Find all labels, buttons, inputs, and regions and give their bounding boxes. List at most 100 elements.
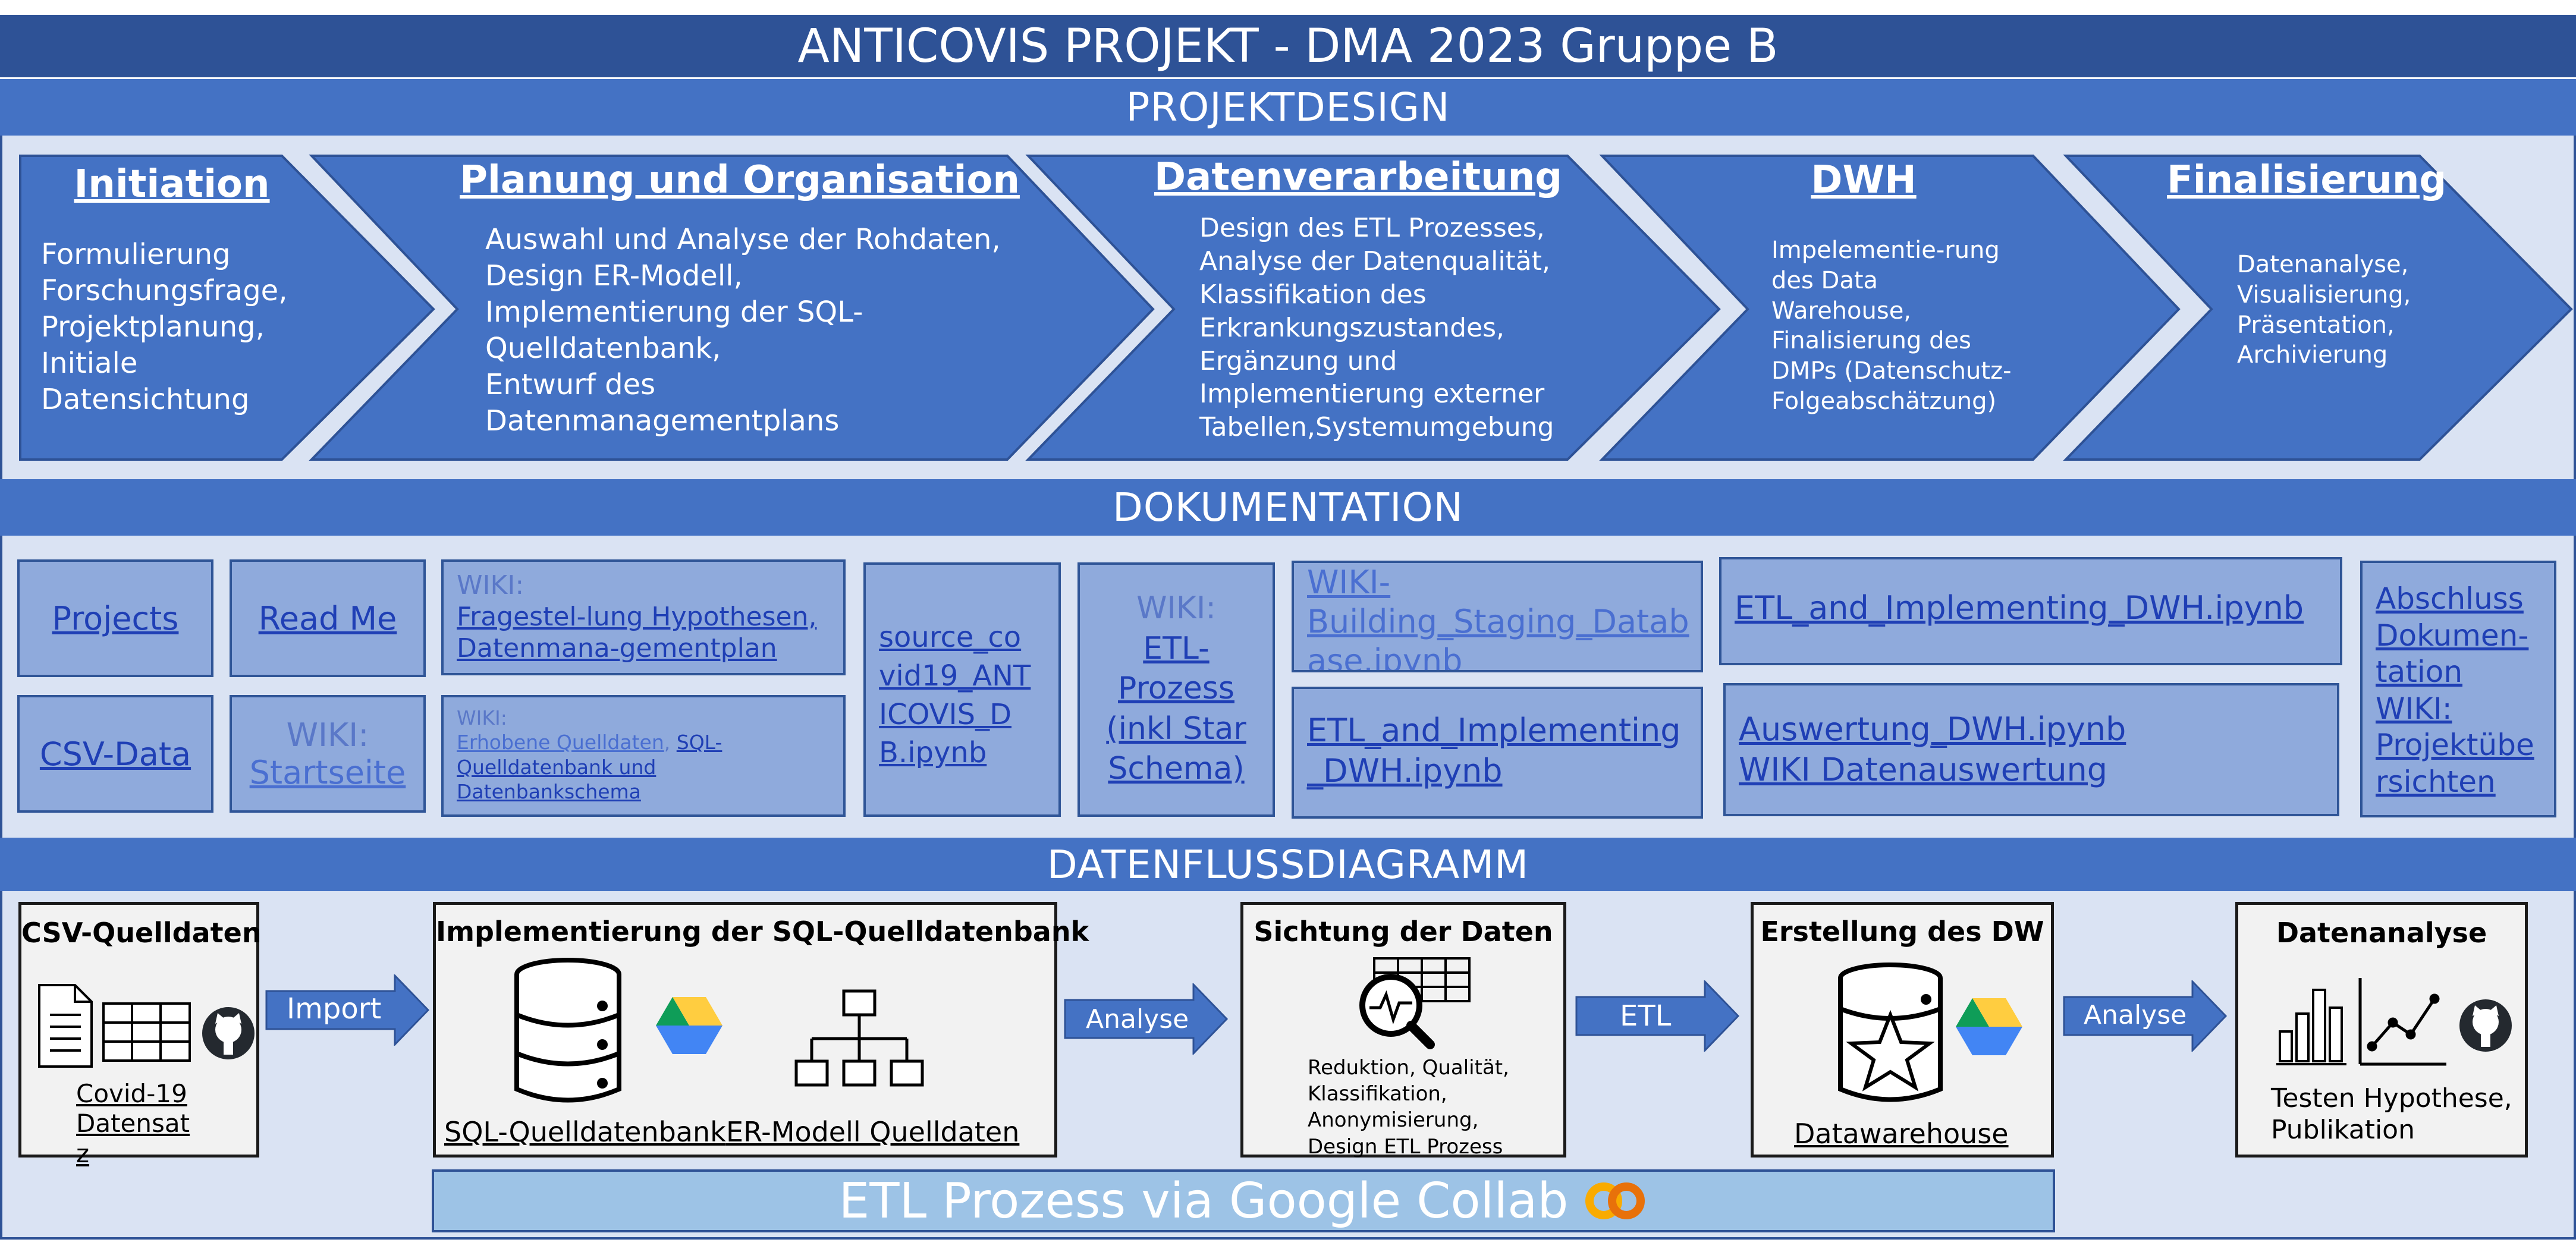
phase-text-finalisierung: Datenanalyse, Visualisierung, Präsentati… — [2237, 251, 2411, 369]
dokumentation-area: Projects Read Me WIKI: Fragestel-lung Hy… — [0, 536, 2576, 838]
phase-text-planung: Auswahl und Analyse der Rohdaten, Design… — [485, 223, 1001, 438]
phase-title-datenverarbeitung: Datenverarbeitung — [1154, 155, 1562, 199]
google-drive-icon — [1956, 998, 2022, 1055]
arrow-analyse-1-label: Analyse — [1086, 1004, 1189, 1034]
wiki-label: WIKI: — [286, 716, 369, 754]
er-modell-link[interactable]: ER-Modell Quelldaten — [726, 1116, 1020, 1148]
separator: , — [664, 731, 677, 754]
bar-chart-icon — [2276, 989, 2346, 1065]
doc-wiki-etl[interactable]: WIKI: ETL-Prozess (inkl Star Schema) — [1077, 562, 1275, 817]
github-icon — [202, 1007, 255, 1059]
magnifier-icon — [1359, 974, 1422, 1037]
staging-notebook-link[interactable]: Building_Staging_Datab ase.ipynb — [1307, 602, 1689, 672]
arrow-import — [265, 974, 430, 1046]
document-icon — [38, 984, 93, 1068]
arrow-etl — [1575, 980, 1740, 1052]
doc-wiki-quelldaten[interactable]: WIKI: Erhobene Quelldaten, SQL-Quelldate… — [441, 695, 846, 817]
source-notebook-link[interactable]: source_co vid19_ANT ICOVIS_D B.ipynb — [879, 621, 1031, 770]
sql-quelldatenbank-link[interactable]: SQL-Quelldatenbank — [444, 1116, 726, 1148]
doc-auswertung[interactable]: Auswertung_DWH.ipynb WIKI Datenauswertun… — [1723, 683, 2339, 816]
doc-projects[interactable]: Projects — [17, 559, 213, 677]
wiki-fragestellung-link[interactable]: Fragestel-lung Hypothesen, Datenmana-gem… — [457, 601, 817, 663]
phase-title-finalisierung: Finalisierung — [2167, 158, 2447, 202]
wiki-auswertung-link[interactable]: WIKI Datenauswertung — [1739, 750, 2108, 788]
csv-title: CSV-Quelldaten — [21, 917, 262, 949]
dw-title: Erstellung des DW — [1760, 916, 2044, 948]
wiki-label: WIKI: — [1136, 590, 1216, 626]
doc-wiki-startseite[interactable]: WIKI: Startseite — [230, 695, 426, 813]
section-header-datenfluss: DATENFLUSSDIAGRAMM — [0, 838, 2576, 891]
phase-title-initiation: Initiation — [74, 162, 270, 206]
chevron-initiation — [19, 155, 435, 461]
sichtung-title: Sichtung der Daten — [1254, 916, 1553, 948]
flow-analyse-box: Datenanalyse — [2235, 902, 2528, 1158]
analyse-text: Testen Hypothese, Publikation — [2271, 1083, 2512, 1145]
flow-csv-box: CSV-Quelldaten — [18, 902, 262, 1168]
arrow-analyse-1 — [1064, 983, 1229, 1055]
hierarchy-icon — [794, 989, 924, 1087]
doc-etl-implementing-b[interactable]: ETL_and_Implementing_DWH.ipynb — [1719, 557, 2342, 665]
csv-data-link[interactable]: CSV-Data — [39, 735, 191, 773]
flow-sichtung-box: Sichtung der Daten Reduktion, Qualität, … — [1240, 902, 1566, 1159]
phase-chevrons — [19, 155, 2573, 461]
page-title: ANTICOVIS PROJEKT - DMA 2023 Gruppe B — [0, 15, 2576, 79]
analyse-title: Datenanalyse — [2276, 917, 2487, 949]
phase-text-dwh: Impelementie-rung des Data Warehouse, Fi… — [1771, 237, 2012, 415]
database-icon — [514, 958, 621, 1103]
github-icon — [2459, 999, 2512, 1052]
doc-staging[interactable]: WIKI- Building_Staging_Datab ase.ipynb — [1292, 561, 1703, 672]
readme-link[interactable]: Read Me — [258, 599, 397, 637]
csv-caption-link[interactable]: Covid-19 Datensat z — [76, 1079, 190, 1168]
csv-icons — [38, 984, 255, 1068]
arrow-analyse-2 — [2063, 980, 2228, 1052]
datawarehouse-link[interactable]: Datawarehouse — [1794, 1118, 2009, 1150]
colab-icon — [1585, 1182, 1645, 1219]
staging-wiki-link[interactable]: WIKI- — [1307, 564, 1391, 601]
arrow-etl-label: ETL — [1620, 999, 1672, 1033]
doc-etl-implementing-a[interactable]: ETL_and_Implementing _DWH.ipynb — [1292, 687, 1703, 819]
wiki-erhobene-quelldaten-link[interactable]: Erhobene Quelldaten — [457, 731, 664, 754]
doc-csv-data[interactable]: CSV-Data — [17, 695, 213, 813]
chevron-finalisierung — [2063, 155, 2573, 461]
etl-implementing-link[interactable]: ETL_and_Implementing_DWH.ipynb — [1735, 589, 2304, 627]
projektdesign-area: Initiation Formulierung Forschungsfrage,… — [0, 136, 2576, 479]
wiki-label: WIKI: — [457, 706, 507, 729]
phase-title-planung: Planung und Organisation — [460, 158, 1020, 202]
wiki-etl-link[interactable]: ETL-Prozess (inkl Star Schema) — [1106, 630, 1246, 787]
projects-link[interactable]: Projects — [52, 599, 179, 637]
wiki-label: WIKI: — [457, 570, 524, 600]
wiki-uebersicht-link[interactable]: WIKI: Projektübe rsichten — [2376, 691, 2534, 799]
doc-readme[interactable]: Read Me — [230, 559, 426, 677]
datenfluss-area: CSV-Quelldaten — [0, 891, 2576, 1240]
phase-text-datenverarbeitung: Design des ETL Prozesses, Analyse der Da… — [1199, 213, 1554, 443]
etl-implementing-link[interactable]: ETL_and_Implementing _DWH.ipynb — [1307, 712, 1681, 790]
doc-wiki-fragestellung[interactable]: WIKI: Fragestel-lung Hypothesen, Datenma… — [441, 559, 846, 675]
analyze-icon — [1359, 957, 1471, 1049]
wiki-sql-quelldatenbank-link[interactable]: SQL-Quelldatenbank und Datenbankschema — [457, 731, 722, 803]
collab-text: ETL Prozess via Google Collab — [838, 1172, 1569, 1229]
sql-title: Implementierung der SQL-Quelldatenbank — [436, 916, 1089, 948]
chevron-dwh — [1599, 155, 2181, 461]
phase-title-dwh: DWH — [1811, 158, 1917, 202]
arrow-import-label: Import — [287, 992, 382, 1026]
google-drive-icon — [656, 997, 722, 1054]
doc-source-notebook[interactable]: source_co vid19_ANT ICOVIS_D B.ipynb — [863, 562, 1061, 817]
section-header-projektdesign: PROJEKTDESIGN — [0, 79, 2576, 136]
auswertung-link[interactable]: Auswertung_DWH.ipynb — [1739, 710, 2126, 748]
dw-icons — [1838, 963, 2022, 1102]
abschluss-link[interactable]: Abschluss Dokumen-tation — [2376, 581, 2529, 689]
analyse-icons — [2276, 978, 2512, 1066]
sichtung-text: Reduktion, Qualität, Klassifikation, Ano… — [1308, 1056, 1509, 1159]
database-star-icon — [1838, 963, 1943, 1102]
flow-dw-box: Erstellung des DW Datawarehouse — [1751, 902, 2054, 1158]
line-chart-icon — [2358, 978, 2446, 1066]
arrow-analyse-2-label: Analyse — [2084, 1000, 2187, 1030]
section-header-dokumentation: DOKUMENTATION — [0, 479, 2576, 536]
flow-sql-box: Implementierung der SQL-Quelldatenbank — [433, 902, 1089, 1158]
chevron-datenverarbeitung — [1025, 155, 1721, 461]
phase-text-initiation: Formulierung Forschungsfrage, Projektpla… — [41, 238, 288, 416]
doc-abschluss[interactable]: Abschluss Dokumen-tation WIKI: Projektüb… — [2360, 561, 2556, 817]
table-icon — [102, 1002, 191, 1062]
chevron-planung — [309, 155, 1155, 461]
wiki-startseite-link[interactable]: Startseite — [249, 754, 406, 791]
